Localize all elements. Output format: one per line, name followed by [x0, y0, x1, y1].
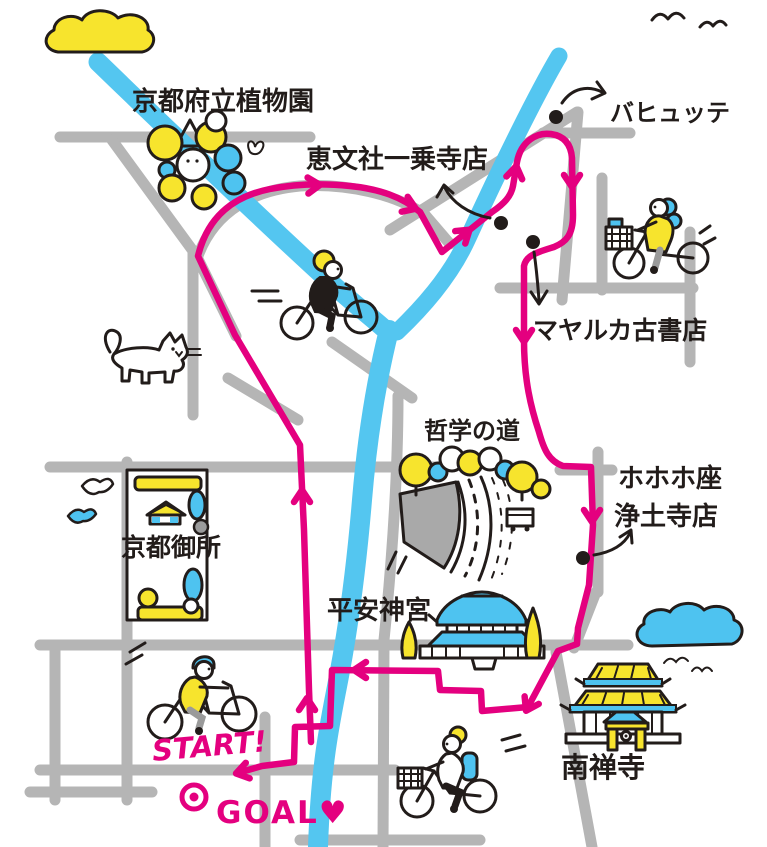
cyclist-middle [250, 249, 379, 341]
route-direction-arrows [232, 162, 604, 782]
label-start: START! [151, 724, 268, 768]
poi-dot-vahutte [549, 110, 563, 124]
cyclist-bottom-middle [396, 725, 527, 819]
blue-cloud-icon [635, 602, 744, 648]
pointer-arrows [435, 80, 634, 557]
yellow-cloud-icon [44, 9, 156, 54]
poi-dots [494, 110, 590, 565]
goal-bullseye-icon [179, 782, 209, 812]
route-line [194, 130, 597, 776]
cyclist-top-right [604, 197, 717, 280]
place-labels: 京都府立植物園 恵文社一乗寺店 バヒュッテ マヤルカ古書店 哲学の道 ホホホ座 … [121, 86, 730, 831]
label-vahutte: バヒュッテ [610, 99, 730, 127]
poi-dot-mayaruka [526, 235, 540, 249]
label-botanical-garden: 京都府立植物園 [132, 86, 314, 117]
label-mayaruka: マヤルカ古書店 [533, 316, 707, 345]
label-nanzenji: 南禅寺 [561, 751, 645, 784]
poi-dot-hohohoza [576, 551, 590, 565]
heian-jingu-illustration [400, 590, 546, 671]
botanical-garden-illustration [146, 109, 265, 211]
mayaruka-pointer-arrow-icon [529, 250, 549, 306]
label-hohohoza-line1: ホホホ座 [618, 463, 722, 494]
cycling-route [194, 130, 604, 782]
label-goal: GOAL♥ [216, 795, 349, 831]
label-gosho: 京都御所 [121, 533, 221, 562]
label-philosophers-path: 哲学の道 [424, 417, 520, 445]
bird-icon [80, 477, 115, 496]
nanzenji-illustration [559, 662, 687, 752]
label-heian-jingu: 平安神宮 [327, 595, 431, 626]
philosophers-path-illustration [386, 445, 552, 582]
birds-nanzenji [663, 656, 713, 673]
bird-icon [66, 508, 98, 524]
label-hohohoza-line2: 浄土寺店 [614, 502, 718, 532]
label-keibunsha: 恵文社一乗寺店 [306, 144, 488, 175]
vahutte-pointer-arrow-icon [560, 80, 607, 105]
hohohoza-pointer-arrow-icon [592, 528, 634, 557]
cyclist-bottom-left [124, 641, 258, 741]
butterfly-icon [247, 140, 265, 156]
poi-dot-keibunsha [494, 216, 508, 230]
gosho-illustration [66, 468, 210, 622]
keibunsha-pointer-arrow-icon [435, 183, 492, 220]
cat-icon [103, 328, 202, 385]
birds-top-right [650, 11, 728, 29]
